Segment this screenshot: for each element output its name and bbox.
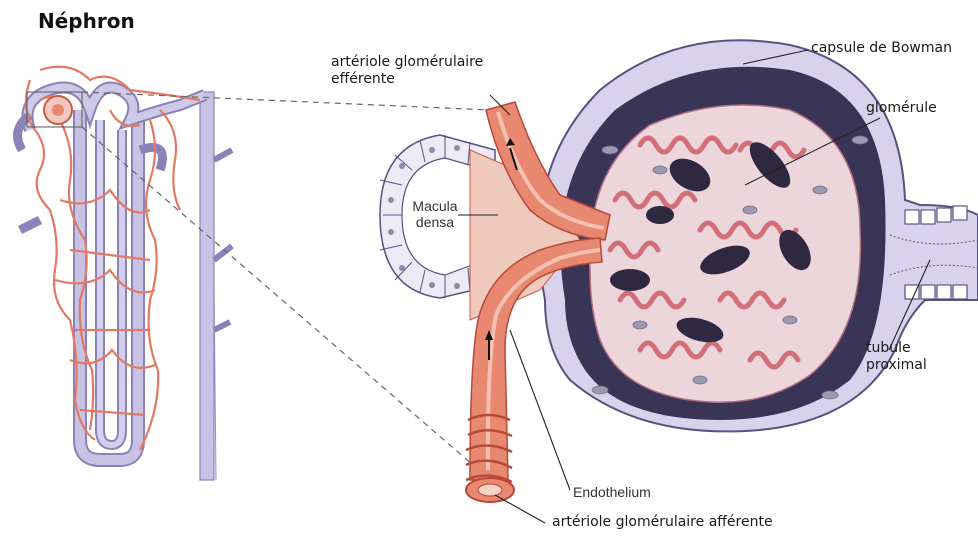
- label-afferent-arteriole: artériole glomérulaire afférente: [552, 514, 773, 531]
- label-bowman-capsule: capsule de Bowman: [811, 40, 952, 57]
- label-tubule-line1: tubule: [866, 340, 927, 357]
- label-glomerule: glomérule: [866, 100, 937, 117]
- label-efferent-arteriole: artériole glomérulaire efférente: [331, 54, 483, 88]
- diagram-title: Néphron: [38, 9, 135, 33]
- nephron-overview: [18, 67, 233, 480]
- label-macula-line1: Macula: [407, 198, 463, 214]
- label-tubule-line2: proximal: [866, 357, 927, 374]
- label-efferent-line1: artériole glomérulaire: [331, 54, 483, 71]
- label-proximal-tubule: tubule proximal: [866, 340, 927, 374]
- label-macula-line2: densa: [407, 214, 463, 230]
- label-efferent-line2: efférente: [331, 71, 483, 88]
- label-macula-densa: Macula densa: [407, 198, 463, 230]
- label-endothelium: Endothelium: [573, 484, 651, 500]
